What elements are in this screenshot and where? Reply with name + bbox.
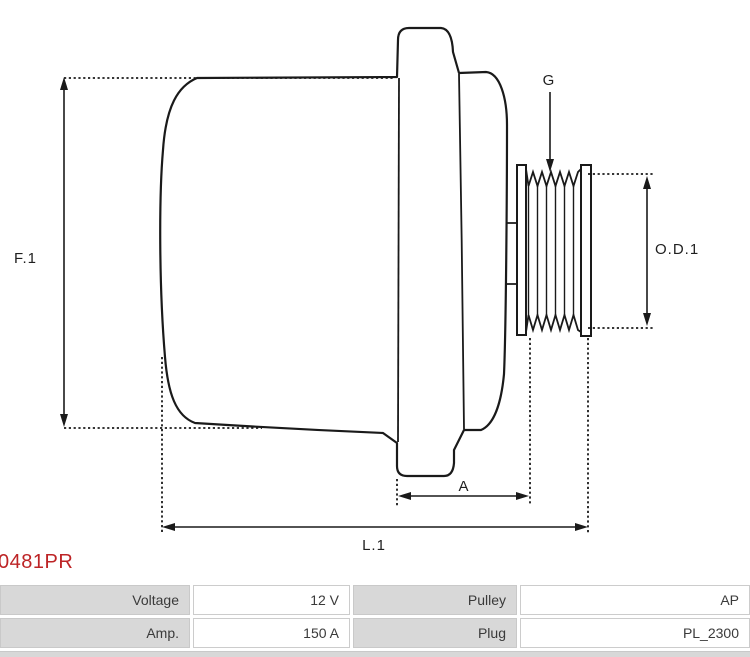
arrowhead-down-icon: [643, 313, 651, 326]
pulley-grooves-top: [525, 168, 582, 189]
spec-value-pulley: AP: [520, 585, 750, 615]
shaft-line: [506, 222, 517, 285]
arrowhead-up-icon: [643, 176, 651, 189]
dimension-a: A: [398, 478, 529, 500]
arrowhead-left-icon: [398, 492, 411, 500]
next-table-row-partial: [0, 651, 750, 657]
spec-value-plug: PL_2300: [520, 618, 750, 648]
extension-lines: [64, 77, 655, 533]
arrowhead-up-icon: [60, 77, 68, 90]
pulley-groove-lines: [527, 186, 575, 315]
pulley-flange-right: [580, 164, 592, 337]
spec-value-voltage: 12 V: [193, 585, 350, 615]
dimension-od1: O.D.1: [643, 176, 699, 326]
alternator-body-outline: [159, 26, 509, 478]
pulley-grooves-bottom: [525, 311, 582, 334]
dimension-l1-label: L.1: [362, 537, 386, 553]
spec-table: Voltage 12 V Pulley AP Amp. 150 A Plug P…: [0, 585, 750, 648]
arrowhead-right-icon: [575, 523, 588, 531]
pulley-flange-left: [516, 164, 527, 336]
dimension-od1-label: O.D.1: [655, 241, 699, 258]
dimension-f1-label: F.1: [14, 250, 37, 267]
spec-value-amp: 150 A: [193, 618, 350, 648]
dimension-g: G: [543, 72, 556, 172]
spec-label-pulley: Pulley: [353, 585, 517, 615]
alternator-technical-drawing: F.1 G O.D.1 A L.1: [14, 26, 699, 553]
arrowhead-down-icon: [60, 414, 68, 427]
arrowhead-right-icon: [516, 492, 529, 500]
dimension-f1: F.1: [14, 77, 68, 427]
body-contour-line-left: [397, 77, 400, 443]
pulley: [516, 164, 592, 337]
spec-label-amp: Amp.: [0, 618, 190, 648]
dimension-a-label: A: [458, 478, 469, 495]
arrowhead-left-icon: [162, 523, 175, 531]
spec-label-voltage: Voltage: [0, 585, 190, 615]
body-contour-line-right: [458, 73, 465, 430]
part-number: 0481PR: [0, 551, 74, 573]
arrowhead-down-icon: [546, 159, 554, 172]
dimension-g-label: G: [543, 72, 556, 89]
dimension-l1: L.1: [162, 523, 588, 553]
spec-label-plug: Plug: [353, 618, 517, 648]
